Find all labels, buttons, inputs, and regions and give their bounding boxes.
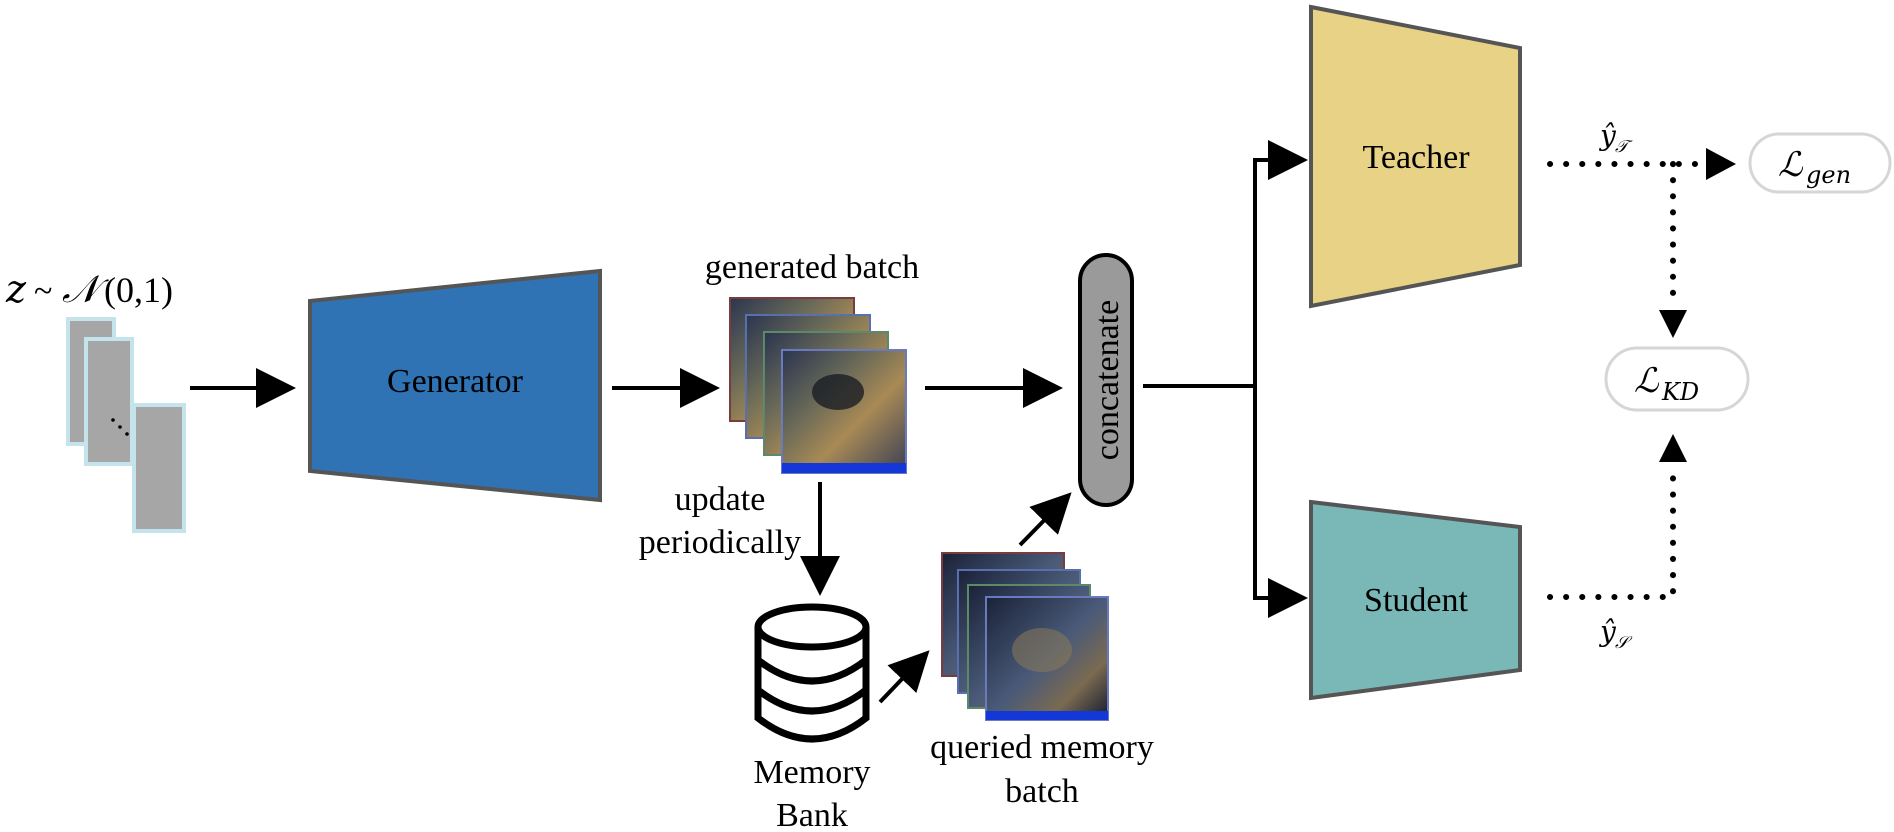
arrowhead-kd-loss-top: [1659, 310, 1687, 338]
generator-block: Generator: [308, 268, 602, 503]
gen-loss-node: ℒ gen: [1748, 132, 1892, 194]
noise-z-symbol: z: [5, 267, 27, 311]
ellipsis-dot: [125, 432, 129, 436]
gen-loss-subscript: gen: [1806, 161, 1851, 189]
noise-vector-card: [84, 337, 134, 466]
noise-distribution-symbol: 𝒩: [62, 267, 110, 311]
queried-image-detail: [1012, 628, 1072, 672]
gen-loss-symbol: ℒ: [1778, 145, 1804, 185]
student-block: Student: [1309, 499, 1522, 701]
gen-loss-pill: [1748, 132, 1892, 194]
queried-batch-images: [941, 552, 1109, 721]
teacher-output-label: ŷ 𝒯: [1598, 119, 1633, 157]
kd-loss-subscript: KD: [1661, 378, 1699, 406]
teacher-output-symbol: ŷ: [1598, 119, 1617, 152]
batch-image-detail: [812, 374, 864, 410]
arrow-queried-to-concatenate: [1018, 492, 1072, 547]
update-label-line1: update: [675, 481, 766, 518]
noise-vectors-icon: [66, 317, 186, 533]
kd-loss-symbol: ℒ: [1634, 361, 1660, 401]
student-output-subscript: 𝒮: [1615, 633, 1633, 653]
noise-params: (0,1): [104, 270, 173, 310]
kd-loss-node: ℒ KD: [1604, 346, 1750, 412]
database-ring: [755, 687, 869, 715]
student-output-symbol: ŷ: [1598, 615, 1617, 648]
memory-bank-label-line1: Memory: [753, 754, 870, 791]
concatenate-shape: [1078, 253, 1134, 507]
memory-bank-label-line2: Bank: [776, 797, 848, 832]
arrow-to-teacher: [1253, 140, 1308, 386]
noise-vector-card: [132, 403, 186, 533]
concatenate-block: concatenate: [1078, 253, 1134, 507]
teacher-block: Teacher: [1309, 4, 1522, 309]
update-label-line2: periodically: [639, 524, 801, 561]
teacher-output-subscript: 𝒯: [1615, 137, 1633, 157]
teacher-shape: [1309, 4, 1522, 309]
generator-label: Generator: [387, 363, 524, 400]
ellipsis-dot: [118, 425, 122, 429]
queried-label-line2: batch: [1005, 773, 1079, 810]
arrow-to-student: [1253, 386, 1308, 618]
generator-shape: [308, 268, 602, 503]
teacher-label: Teacher: [1362, 139, 1470, 176]
ellipsis-dot: [111, 418, 115, 422]
database-top: [754, 603, 870, 651]
database-icon: [754, 603, 870, 743]
kd-loss-pill: [1604, 346, 1750, 412]
student-output-label: ŷ 𝒮: [1598, 615, 1633, 653]
arrowhead-gen-loss: [1706, 148, 1736, 180]
arrow-memory-to-queried: [878, 650, 930, 704]
noise-sim-symbol: ~: [34, 273, 52, 310]
noise-label: z ~ 𝒩 (0,1): [5, 267, 173, 311]
database-ring: [755, 657, 869, 685]
arrowhead-kd-loss-bottom: [1659, 434, 1687, 462]
generated-batch-images: [729, 297, 907, 474]
queried-label-line1: queried memory: [930, 729, 1154, 766]
concatenate-label: concatenate: [1089, 300, 1126, 460]
batch-image-strip: [782, 463, 906, 473]
batch-image: [781, 349, 907, 474]
generated-batch-label: generated batch: [705, 249, 919, 286]
database-body: [754, 627, 870, 743]
dotted-student-to-kd-loss: [1547, 467, 1676, 600]
queried-image-strip: [986, 711, 1108, 720]
student-shape: [1309, 499, 1522, 701]
student-label: Student: [1364, 582, 1468, 619]
